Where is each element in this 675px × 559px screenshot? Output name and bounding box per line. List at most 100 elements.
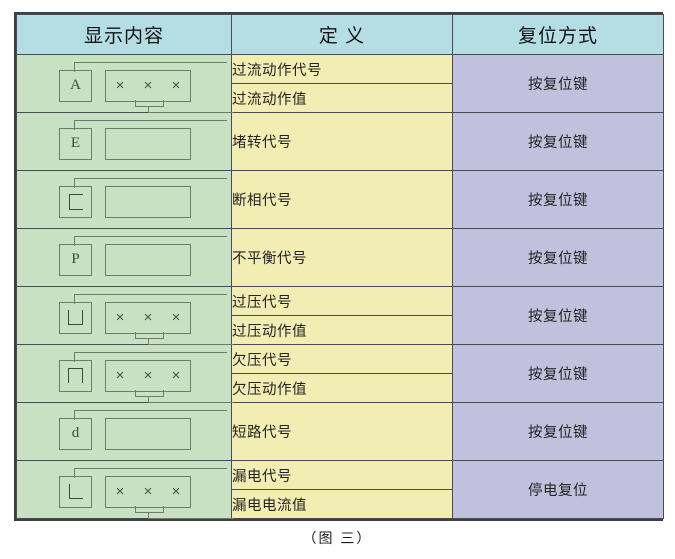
lcd-code-box	[59, 475, 92, 508]
header-display-content: 显示内容	[16, 14, 232, 55]
lcd-digit: ×	[115, 77, 125, 94]
lcd-display-diagram: d	[35, 404, 227, 460]
lcd-bracket-tail	[148, 511, 234, 519]
lcd-display-diagram: A × × ×	[35, 56, 234, 113]
display-content-cell: E	[16, 112, 232, 171]
table-row: 过压动作值	[17, 315, 664, 345]
reset-method-cell: 按复位键	[452, 286, 664, 345]
definition-cell: 欠压动作值	[231, 373, 453, 403]
display-content-cell	[16, 170, 232, 229]
lcd-code-glyph: A	[70, 77, 81, 93]
table-row: ×××欠压代号按复位键	[16, 344, 664, 403]
definition-cell: 过压动作值	[231, 315, 453, 345]
definition-cell: 过流动作值	[231, 83, 453, 113]
display-content-cell: P	[16, 228, 232, 287]
lcd-display-diagram: × × ×	[35, 346, 234, 403]
table-row: ×××漏电代号停电复位	[16, 460, 664, 519]
lcd-code-glyph: d	[71, 425, 80, 441]
lcd-display-diagram: × × ×	[35, 288, 234, 345]
lcd-value-box: × × ×	[105, 69, 191, 102]
lcd-leader-line	[74, 177, 227, 188]
lcd-digit: ×	[143, 483, 153, 500]
lcd-code-glyph: E	[70, 135, 81, 151]
reset-method-cell: 按复位键	[452, 344, 664, 403]
lcd-digit: ×	[143, 77, 153, 94]
reset-method-cell: 按复位键	[452, 402, 664, 461]
lcd-display-diagram	[35, 172, 227, 228]
lcd-display-diagram: × × ×	[35, 462, 234, 519]
display-content-cell: A × × ×	[16, 54, 234, 113]
lcd-code-box: P	[59, 243, 92, 276]
lcd-leader-line	[74, 61, 227, 72]
display-content-cell: d	[16, 402, 232, 461]
lcd-display-diagram: P	[35, 230, 227, 286]
lcd-code-box: E	[59, 127, 92, 160]
reset-method-cell: 按复位键	[452, 228, 664, 287]
display-content-cell: × × ×	[16, 344, 234, 403]
lcd-digit: ×	[171, 367, 181, 384]
lcd-code-box	[59, 185, 92, 218]
lcd-code-glyph	[68, 310, 83, 325]
lcd-digit: ×	[171, 483, 181, 500]
lcd-leader-line	[74, 119, 227, 130]
definition-cell: 短路代号	[231, 402, 453, 461]
table-row: 漏电电流值	[17, 489, 664, 519]
lcd-digit: ×	[143, 309, 153, 326]
lcd-bracket-stub	[135, 331, 164, 339]
lcd-value-box: × × ×	[105, 301, 191, 334]
lcd-value-box	[105, 243, 191, 276]
lcd-digit: ×	[171, 309, 181, 326]
lcd-digit: ×	[115, 483, 125, 500]
lcd-value-box	[105, 185, 191, 218]
table-row: A × × × 过流动作代号按复位键	[16, 54, 664, 113]
figure-caption: （图 三）	[302, 530, 373, 546]
lcd-bracket-tail	[148, 105, 234, 113]
definition-cell: 堵转代号	[231, 112, 453, 171]
lcd-digit: ×	[143, 367, 153, 384]
reset-method-cell: 按复位键	[452, 170, 664, 229]
table-row: P 不平衡代号按复位键	[16, 228, 664, 287]
lcd-display-diagram: E	[35, 114, 227, 170]
reset-method-cell: 按复位键	[452, 54, 664, 113]
definition-cell: 过压代号	[231, 286, 453, 316]
lcd-bracket-stub	[135, 505, 164, 513]
reset-method-cell: 按复位键	[452, 112, 664, 171]
lcd-value-box: × × ×	[105, 475, 191, 508]
table-row: 断相代号按复位键	[16, 170, 664, 229]
lcd-leader-line	[74, 467, 227, 478]
lcd-code-box	[59, 301, 92, 334]
table-row: × × × 过压代号按复位键	[16, 286, 664, 345]
lcd-code-glyph	[68, 368, 83, 383]
lcd-leader-line	[74, 409, 227, 420]
lcd-digit: ×	[171, 77, 181, 94]
header-definition: 定 义	[231, 14, 453, 55]
definition-cell: 漏电电流值	[231, 489, 453, 519]
table-row: d 短路代号按复位键	[16, 402, 664, 461]
display-content-cell: × × ×	[16, 460, 234, 519]
display-content-cell: × × ×	[16, 286, 234, 345]
lcd-digit: ×	[115, 309, 125, 326]
lcd-value-box	[105, 127, 191, 160]
lcd-code-box: A	[59, 69, 92, 102]
lcd-leader-line	[74, 293, 227, 304]
lcd-code-box	[59, 359, 92, 392]
lcd-value-box	[105, 417, 191, 450]
lcd-leader-line	[74, 235, 227, 246]
lcd-digit: ×	[115, 367, 125, 384]
lcd-value-box: × × ×	[105, 359, 191, 392]
definition-cell: 不平衡代号	[231, 228, 453, 287]
table-header-row: 显示内容 定 义 复位方式	[16, 14, 664, 55]
definition-cell: 漏电代号	[231, 460, 453, 490]
lcd-code-glyph	[68, 193, 83, 210]
lcd-bracket-tail	[148, 395, 234, 403]
definition-cell: 过流动作代号	[231, 54, 453, 84]
table-row: E 堵转代号按复位键	[16, 112, 664, 171]
definition-cell: 断相代号	[231, 170, 453, 229]
lcd-code-glyph	[68, 484, 83, 499]
lcd-bracket-stub	[135, 99, 164, 107]
lcd-bracket-tail	[148, 337, 234, 345]
lcd-code-glyph: P	[71, 251, 80, 267]
